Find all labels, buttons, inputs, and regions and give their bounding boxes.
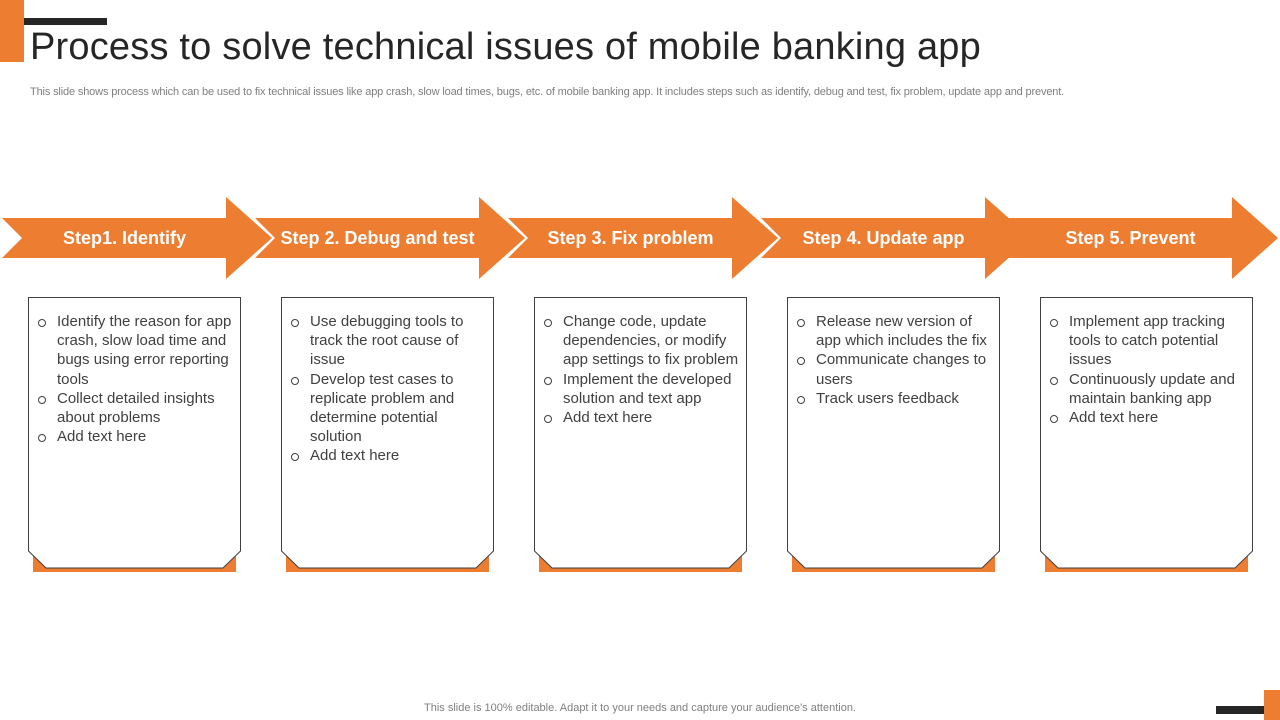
step-4-bullet-list: Release new version of app which include… — [797, 312, 992, 408]
chevron-arrow-shape — [2, 197, 272, 279]
circle-bullet-icon — [291, 453, 299, 462]
list-item-text: Release new version of app which include… — [816, 313, 987, 350]
list-item-text: Identify the reason for app crash, slow … — [57, 313, 232, 388]
circle-bullet-icon — [38, 319, 46, 327]
list-item: Add text here — [544, 408, 739, 427]
chevron-arrow-shape — [508, 197, 778, 279]
circle-bullet-icon — [38, 434, 46, 443]
slide-subtitle: This slide shows process which can be us… — [30, 86, 1065, 98]
list-item-text: Implement the developed solution and tex… — [563, 370, 732, 407]
list-item: Implement app tracking tools to catch po… — [1050, 312, 1245, 370]
list-item: Add text here — [1050, 408, 1245, 427]
list-item: Use debugging tools to track the root ca… — [291, 312, 486, 370]
card-frame — [534, 297, 747, 572]
step-2-bullet-list: Use debugging tools to track the root ca… — [291, 312, 486, 466]
list-item-text: Use debugging tools to track the root ca… — [310, 313, 464, 369]
list-item: Communicate changes to users — [797, 350, 992, 388]
step-3-label: Step 3. Fix problem — [547, 227, 714, 248]
step-4-label: Step 4. Update app — [802, 227, 965, 248]
circle-bullet-icon — [1050, 415, 1058, 424]
circle-bullet-icon — [291, 319, 299, 327]
circle-bullet-icon — [38, 395, 46, 404]
step-3-card: Change code, update dependencies, or mod… — [534, 297, 747, 573]
chevron-arrow-shape — [761, 197, 1031, 279]
list-item-text: Add text here — [310, 447, 400, 465]
process-arrows: Step1. Identify Step 2. Debug and test S… — [0, 197, 1280, 281]
list-item: Implement the developed solution and tex… — [544, 370, 739, 408]
list-item-text: Add text here — [1069, 409, 1159, 427]
list-item: Release new version of app which include… — [797, 312, 992, 350]
list-item: Change code, update dependencies, or mod… — [544, 312, 739, 370]
list-item-text: Continuously update and maintain banking… — [1069, 370, 1235, 407]
card-frame — [787, 297, 1000, 572]
circle-bullet-icon — [544, 376, 552, 385]
step-1-card: Identify the reason for app crash, slow … — [28, 297, 241, 573]
list-item-text: Implement app tracking tools to catch po… — [1069, 313, 1225, 369]
step-5-label: Step 5. Prevent — [1065, 227, 1196, 248]
circle-bullet-icon — [797, 319, 805, 327]
step-4-arrow: Step 4. Update app — [761, 197, 1033, 279]
card-frame — [28, 297, 241, 572]
circle-bullet-icon — [1050, 319, 1058, 327]
card-frame — [1040, 297, 1253, 572]
step-3-bullet-list: Change code, update dependencies, or mod… — [544, 312, 739, 427]
list-item-text: Collect detailed insights about problems — [57, 389, 215, 427]
list-item-text: Add text here — [563, 409, 653, 427]
circle-bullet-icon — [544, 415, 552, 424]
card-frame — [281, 297, 494, 572]
list-item: Develop test cases to replicate problem … — [291, 370, 486, 447]
chevron-arrow-shape — [255, 197, 525, 279]
circle-bullet-icon — [291, 376, 299, 385]
list-item: Identify the reason for app crash, slow … — [38, 312, 233, 389]
step-1-bullet-list: Identify the reason for app crash, slow … — [38, 312, 233, 446]
circle-bullet-icon — [544, 319, 552, 327]
step-2-arrow: Step 2. Debug and test — [255, 197, 527, 279]
step-2-label: Step 2. Debug and test — [280, 227, 475, 248]
corner-accent-bottom-right — [1264, 690, 1280, 720]
list-item: Track users feedback — [797, 389, 992, 408]
list-item-text: Add text here — [57, 428, 147, 446]
step-1-label: Step1. Identify — [62, 227, 187, 248]
circle-bullet-icon — [797, 357, 805, 366]
list-item: Add text here — [291, 446, 486, 465]
circle-bullet-icon — [1050, 376, 1058, 385]
step-4-card: Release new version of app which include… — [787, 297, 1000, 573]
footer-note: This slide is 100% editable. Adapt it to… — [424, 702, 856, 714]
slide-title: Process to solve technical issues of mob… — [30, 26, 981, 68]
corner-accent-top-left — [0, 0, 24, 62]
list-item: Add text here — [38, 427, 233, 446]
step-5-arrow: Step 5. Prevent — [1008, 197, 1280, 279]
list-item-text: Change code, update dependencies, or mod… — [563, 313, 739, 369]
list-item-text: Communicate changes to users — [816, 351, 987, 388]
chevron-arrow-shape — [1008, 197, 1278, 279]
step-3-arrow: Step 3. Fix problem — [508, 197, 780, 279]
step-5-card: Implement app tracking tools to catch po… — [1040, 297, 1253, 573]
circle-bullet-icon — [797, 395, 805, 404]
list-item-text: Develop test cases to replicate problem … — [310, 370, 455, 446]
corner-bar-bottom-right — [1216, 706, 1264, 714]
corner-bar-top-left — [24, 18, 107, 25]
list-item-text: Track users feedback — [816, 389, 959, 407]
step-1-arrow: Step1. Identify — [2, 197, 274, 279]
list-item: Continuously update and maintain banking… — [1050, 370, 1245, 408]
step-2-card: Use debugging tools to track the root ca… — [281, 297, 494, 573]
list-item: Collect detailed insights about problems — [38, 389, 233, 427]
step-5-bullet-list: Implement app tracking tools to catch po… — [1050, 312, 1245, 427]
